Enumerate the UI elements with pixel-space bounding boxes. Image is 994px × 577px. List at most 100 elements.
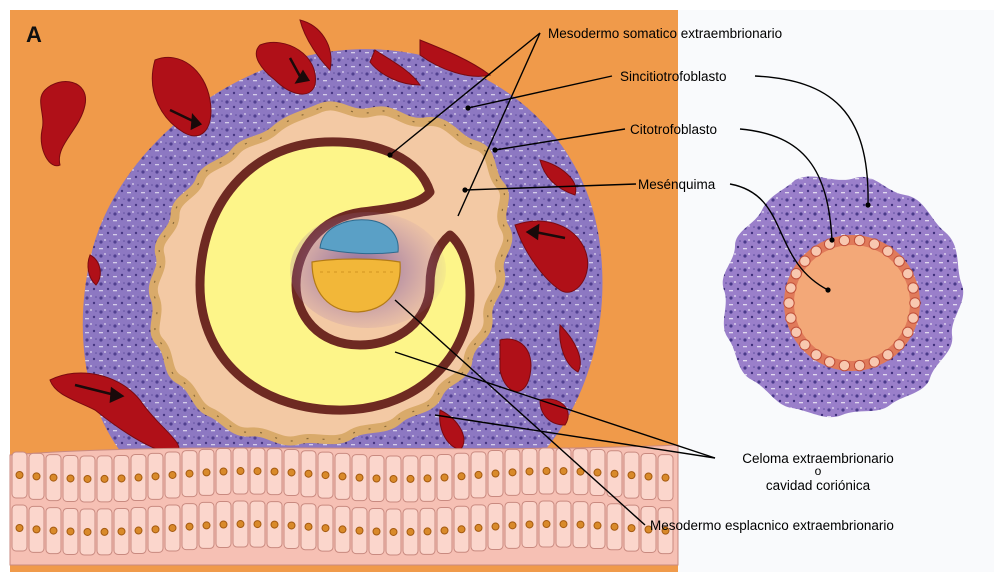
cell-nucleus bbox=[322, 525, 329, 532]
cell-nucleus bbox=[33, 526, 40, 533]
inset-cytotrophoblast-cell bbox=[908, 313, 918, 323]
cell-nucleus bbox=[356, 527, 363, 534]
cell-nucleus bbox=[390, 475, 397, 482]
cell-nucleus bbox=[594, 469, 601, 476]
cell-nucleus bbox=[509, 522, 516, 529]
cell-nucleus bbox=[560, 468, 567, 475]
cell-nucleus bbox=[186, 470, 193, 477]
inset-cytotrophoblast-cell bbox=[791, 269, 801, 279]
panel-letter: A bbox=[26, 22, 42, 48]
cell-nucleus bbox=[118, 475, 125, 482]
label-coelom-line2: o bbox=[718, 464, 918, 479]
cell-nucleus bbox=[254, 468, 261, 475]
inset-cytotrophoblast-cell bbox=[811, 246, 821, 256]
inset-cytotrophoblast-cell bbox=[786, 313, 796, 323]
cell-nucleus bbox=[475, 471, 482, 478]
cell-nucleus bbox=[101, 475, 108, 482]
cell-nucleus bbox=[50, 527, 57, 534]
cell-nucleus bbox=[305, 523, 312, 530]
label-mesenchyme: Mesénquima bbox=[638, 177, 715, 192]
cell-nucleus bbox=[322, 472, 329, 479]
cell-nucleus bbox=[492, 523, 499, 530]
cell-nucleus bbox=[271, 521, 278, 528]
cell-nucleus bbox=[628, 525, 635, 532]
inset-cytotrophoblast-cell bbox=[784, 298, 794, 308]
cell-nucleus bbox=[373, 475, 380, 482]
cell-nucleus bbox=[424, 475, 431, 482]
cell-nucleus bbox=[67, 528, 74, 535]
cell-nucleus bbox=[594, 522, 601, 529]
cell-nucleus bbox=[288, 469, 295, 476]
cell-nucleus bbox=[611, 523, 618, 530]
cell-nucleus bbox=[254, 521, 261, 528]
cell-nucleus bbox=[220, 521, 227, 528]
cell-nucleus bbox=[288, 522, 295, 529]
cell-nucleus bbox=[101, 528, 108, 535]
inset-cytotrophoblast-cell bbox=[791, 327, 801, 337]
cell-nucleus bbox=[424, 528, 431, 535]
label-coelom-line3: cavidad coriónica bbox=[718, 478, 918, 493]
cell-nucleus bbox=[441, 527, 448, 534]
cell-nucleus bbox=[16, 525, 23, 532]
cell-nucleus bbox=[441, 474, 448, 481]
cell-nucleus bbox=[16, 472, 23, 479]
cell-nucleus bbox=[662, 474, 669, 481]
cell-nucleus bbox=[458, 473, 465, 480]
cell-nucleus bbox=[237, 468, 244, 475]
cell-nucleus bbox=[611, 470, 618, 477]
cell-nucleus bbox=[526, 521, 533, 528]
cell-nucleus bbox=[645, 473, 652, 480]
inset-cytotrophoblast-cell bbox=[824, 357, 834, 367]
cell-nucleus bbox=[271, 468, 278, 475]
cell-nucleus bbox=[526, 468, 533, 475]
inset-cytotrophoblast-cell bbox=[883, 350, 893, 360]
cell-nucleus bbox=[50, 474, 57, 481]
cell-nucleus bbox=[203, 522, 210, 529]
cell-nucleus bbox=[407, 528, 414, 535]
cell-nucleus bbox=[169, 471, 176, 478]
cell-nucleus bbox=[152, 473, 159, 480]
cell-nucleus bbox=[118, 528, 125, 535]
label-splanchnic-mesoderm: Mesodermo esplacnico extraembrionario bbox=[650, 518, 894, 533]
inset-cytotrophoblast-cell bbox=[908, 283, 918, 293]
inset-cytotrophoblast-cell bbox=[869, 357, 879, 367]
cell-nucleus bbox=[152, 526, 159, 533]
cell-nucleus bbox=[84, 528, 91, 535]
cell-nucleus bbox=[577, 521, 584, 528]
cell-nucleus bbox=[628, 472, 635, 479]
cell-nucleus bbox=[84, 475, 91, 482]
label-syncytiotrophoblast: Sincitiotrofoblasto bbox=[620, 69, 727, 84]
inset-cytotrophoblast-cell bbox=[811, 350, 821, 360]
uterine-epithelium bbox=[10, 445, 678, 565]
cell-nucleus bbox=[560, 521, 567, 528]
inset-cytotrophoblast-cell bbox=[883, 246, 893, 256]
inset-cytotrophoblast-cell bbox=[854, 235, 864, 245]
cell-nucleus bbox=[67, 475, 74, 482]
inset-cytotrophoblast-cell bbox=[839, 360, 849, 370]
cell-nucleus bbox=[543, 521, 550, 528]
cell-nucleus bbox=[186, 523, 193, 530]
inset-cytotrophoblast-cell bbox=[854, 360, 864, 370]
cell-nucleus bbox=[390, 528, 397, 535]
inset-cytotrophoblast-cell bbox=[800, 340, 810, 350]
inset-cytotrophoblast-cell bbox=[800, 256, 810, 266]
inset-cytotrophoblast-cell bbox=[910, 298, 920, 308]
inset-cytotrophoblast-cell bbox=[894, 256, 904, 266]
cell-nucleus bbox=[339, 526, 346, 533]
label-cytotrophoblast: Citotrofoblasto bbox=[630, 122, 717, 137]
inset-cytotrophoblast-cell bbox=[903, 269, 913, 279]
cell-nucleus bbox=[458, 526, 465, 533]
inset-cytotrophoblast-cell bbox=[786, 283, 796, 293]
cell-nucleus bbox=[543, 468, 550, 475]
cell-nucleus bbox=[492, 470, 499, 477]
inset-cytotrophoblast-cell bbox=[869, 239, 879, 249]
cell-nucleus bbox=[135, 474, 142, 481]
cell-nucleus bbox=[373, 528, 380, 535]
label-somatic-mesoderm: Mesodermo somatico extraembrionario bbox=[548, 26, 782, 41]
cell-nucleus bbox=[169, 524, 176, 531]
inset-cytotrophoblast-cell bbox=[903, 327, 913, 337]
cell-nucleus bbox=[33, 473, 40, 480]
cell-nucleus bbox=[135, 527, 142, 534]
cell-nucleus bbox=[475, 524, 482, 531]
cell-nucleus bbox=[220, 468, 227, 475]
